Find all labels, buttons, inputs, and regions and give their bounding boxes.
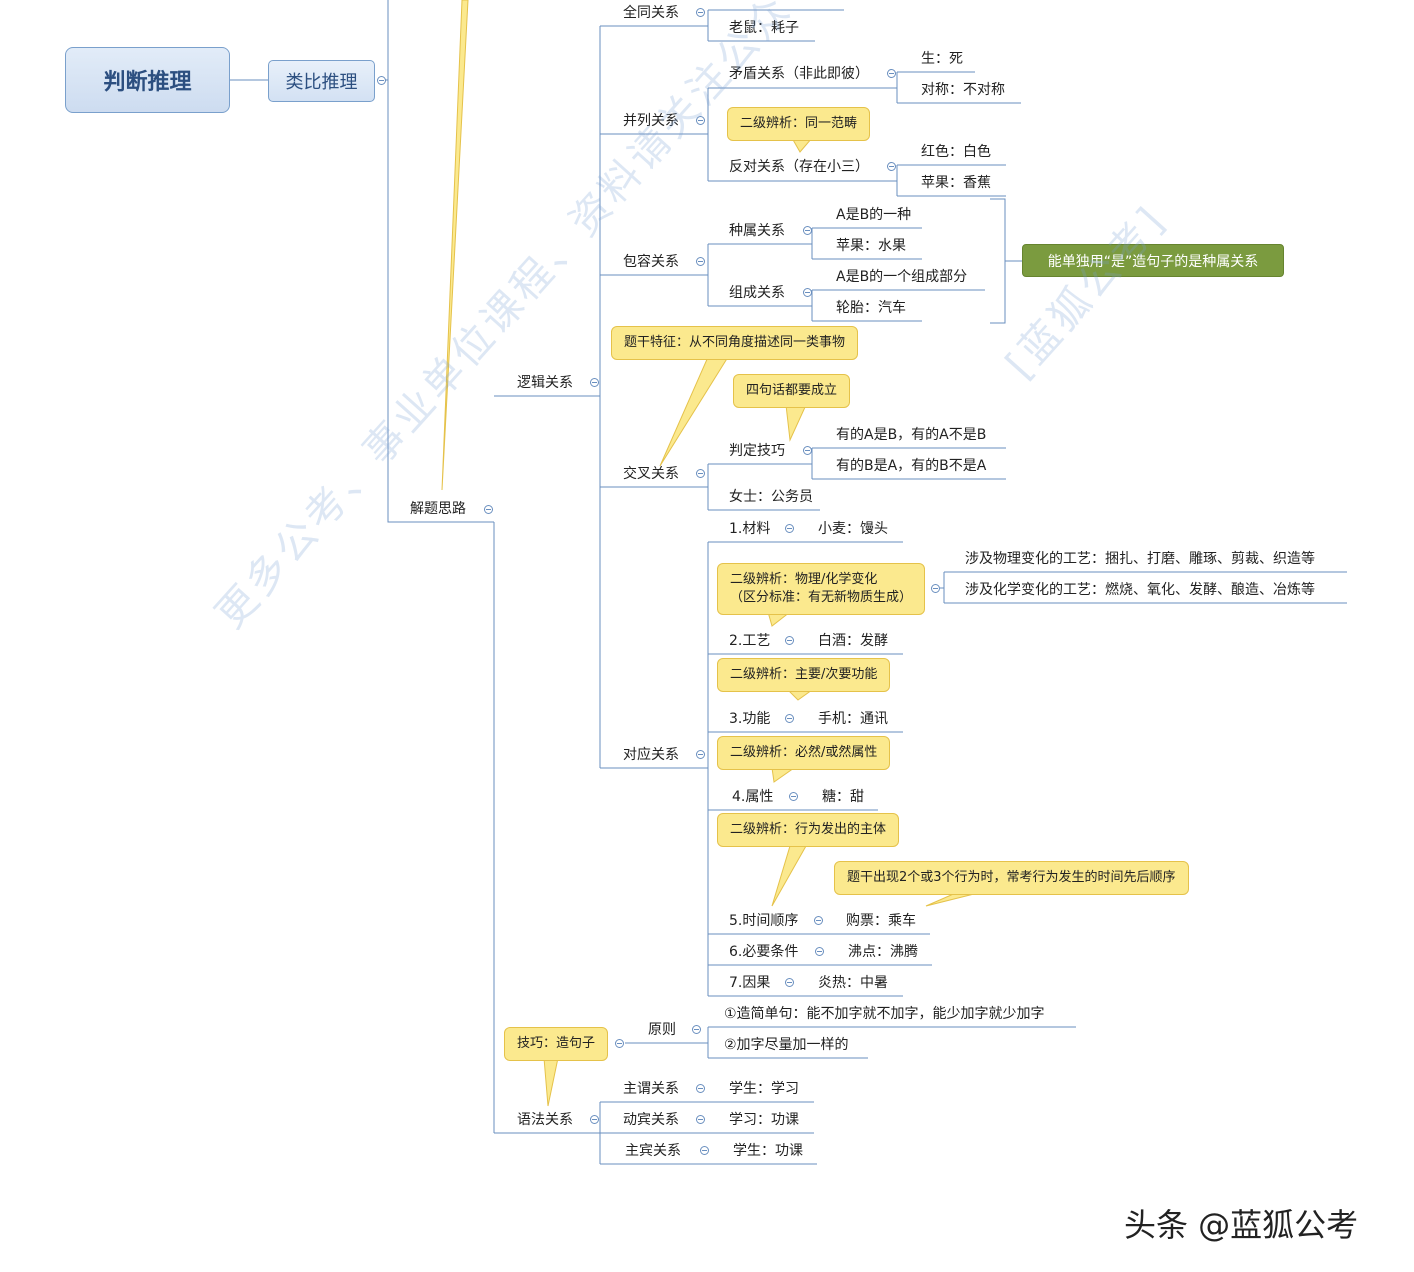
callout-xingwei: 二级辨析：行为发出的主体	[717, 813, 900, 847]
node-cailiao-a[interactable]: 小麦：馒头	[818, 521, 888, 537]
collapse-toggle-gongyi[interactable]	[785, 636, 794, 645]
callout-wuhua: 二级辨析：物理/化学变化 （区分标准：有无新物质生成）	[717, 563, 926, 615]
collapse-toggle-zhubin[interactable]	[700, 1146, 709, 1155]
node-shuxing-a[interactable]: 糖：甜	[822, 789, 864, 805]
collapse-toggle-jiaocha[interactable]	[696, 469, 705, 478]
topic-title: 类比推理	[285, 72, 358, 93]
collapse-toggle-zhongshu[interactable]	[803, 226, 812, 235]
node-dongbin[interactable]: 动宾关系	[623, 1112, 679, 1128]
node-dongbin-a[interactable]: 学习：功课	[729, 1112, 799, 1128]
node-zhongshu-b[interactable]: 苹果：水果	[836, 238, 906, 254]
node-shijian[interactable]: 5.时间顺序	[729, 913, 799, 929]
collapse-toggle-biyao[interactable]	[815, 947, 824, 956]
node-quantong-a[interactable]: 老鼠：耗子	[729, 20, 799, 36]
callout-biran: 二级辨析：必然/或然属性	[717, 736, 891, 770]
topic-node[interactable]: 类比推理	[268, 60, 375, 102]
node-yinguo[interactable]: 7.因果	[729, 975, 771, 991]
callout-jiqiao: 技巧：造句子	[504, 1027, 609, 1061]
branch-luoji[interactable]: 逻辑关系	[517, 375, 573, 391]
callout-tonglei: 二级辨析：同一范畴	[727, 107, 871, 141]
node-panding[interactable]: 判定技巧	[729, 443, 785, 459]
collapse-toggle-duiying[interactable]	[696, 750, 705, 759]
node-duiying[interactable]: 对应关系	[623, 747, 679, 763]
callout-wuhua-line1: 二级辨析：物理/化学变化	[730, 572, 878, 587]
collapse-toggle-quantong[interactable]	[696, 8, 705, 17]
node-binglie[interactable]: 并列关系	[623, 113, 679, 129]
node-jiaocha-ex[interactable]: 女士：公务员	[729, 489, 813, 505]
collapse-toggle-yuanze[interactable]	[692, 1025, 701, 1034]
collapse-toggle-shijian[interactable]	[814, 916, 823, 925]
node-zhongshu[interactable]: 种属关系	[729, 223, 785, 239]
collapse-toggle-yinguo[interactable]	[785, 978, 794, 987]
callout-tigan: 题干特征：从不同角度描述同一类事物	[611, 326, 859, 360]
node-zucheng-b[interactable]: 轮胎：汽车	[836, 300, 906, 316]
brand-label: 头条 @蓝狐公考	[1124, 1206, 1359, 1244]
collapse-toggle-dongbin[interactable]	[696, 1115, 705, 1124]
node-zhubin-a[interactable]: 学生：功课	[733, 1143, 803, 1159]
node-yuanze[interactable]: 原则	[648, 1022, 676, 1038]
node-maodun[interactable]: 矛盾关系（非此即彼）	[729, 66, 869, 82]
node-quantong[interactable]: 全同关系	[623, 5, 679, 21]
node-panding-a[interactable]: 有的A是B，有的A不是B	[836, 427, 987, 443]
branch-jieti[interactable]: 解题思路	[410, 501, 466, 517]
node-wuli[interactable]: 涉及物理变化的工艺：捆扎、打磨、雕琢、剪裁、织造等	[965, 551, 1315, 567]
node-gongneng[interactable]: 3.功能	[729, 711, 771, 727]
node-fandui-b[interactable]: 苹果：香蕉	[921, 175, 991, 191]
node-biyao-a[interactable]: 沸点：沸腾	[848, 944, 918, 960]
node-zhuwei[interactable]: 主谓关系	[623, 1081, 679, 1097]
collapse-toggle-shuxing[interactable]	[789, 792, 798, 801]
collapse-toggle-baorong[interactable]	[696, 257, 705, 266]
node-yuanze-a[interactable]: ①造简单句：能不加字就不加字，能少加字就少加字	[724, 1006, 1045, 1022]
collapse-toggle-jiqiao[interactable]	[615, 1039, 624, 1048]
callout-zhongshu-green: 能单独用“是”造句子的是种属关系	[1022, 244, 1284, 277]
root-title: 判断推理	[103, 70, 192, 95]
collapse-toggle-gongneng[interactable]	[785, 714, 794, 723]
root-node[interactable]: 判断推理	[65, 47, 230, 113]
node-zhuwei-a[interactable]: 学生：学习	[729, 1081, 799, 1097]
node-zucheng[interactable]: 组成关系	[729, 285, 785, 301]
collapse-toggle-jieti[interactable]	[484, 505, 493, 514]
node-shuxing[interactable]: 4.属性	[732, 789, 774, 805]
collapse-toggle-luoji[interactable]	[590, 378, 599, 387]
node-huaxue[interactable]: 涉及化学变化的工艺：燃烧、氧化、发酵、酿造、冶炼等	[965, 582, 1315, 598]
node-zucheng-a[interactable]: A是B的一个组成部分	[836, 269, 968, 285]
node-jiaocha[interactable]: 交叉关系	[623, 466, 679, 482]
callout-zhuyao: 二级辨析：主要/次要功能	[717, 658, 891, 692]
collapse-toggle-topic[interactable]	[377, 76, 386, 85]
collapse-toggle-wuhua[interactable]	[931, 584, 940, 593]
branch-yufa[interactable]: 语法关系	[517, 1112, 573, 1128]
callout-sijuhua: 四句话都要成立	[733, 374, 851, 408]
collapse-toggle-binglie[interactable]	[696, 116, 705, 125]
node-baorong[interactable]: 包容关系	[623, 254, 679, 270]
collapse-toggle-zucheng[interactable]	[803, 288, 812, 297]
node-zhongshu-a[interactable]: A是B的一种	[836, 207, 912, 223]
node-gongneng-a[interactable]: 手机：通讯	[818, 711, 888, 727]
node-yinguo-a[interactable]: 炎热：中暑	[818, 975, 888, 991]
node-shijian-a[interactable]: 购票：乘车	[846, 913, 916, 929]
collapse-toggle-panding[interactable]	[803, 446, 812, 455]
collapse-toggle-maodun[interactable]	[887, 69, 896, 78]
collapse-toggle-zhuwei[interactable]	[696, 1084, 705, 1093]
collapse-toggle-yufa[interactable]	[590, 1115, 599, 1124]
node-maodun-a[interactable]: 生：死	[921, 51, 963, 67]
node-biyao[interactable]: 6.必要条件	[729, 944, 799, 960]
collapse-toggle-fandui[interactable]	[887, 162, 896, 171]
node-fandui-a[interactable]: 红色：白色	[921, 144, 991, 160]
node-maodun-b[interactable]: 对称：不对称	[921, 82, 1005, 98]
node-fandui[interactable]: 反对关系（存在小三）	[729, 159, 869, 175]
node-panding-b[interactable]: 有的B是A，有的B不是A	[836, 458, 987, 474]
node-zhubin[interactable]: 主宾关系	[625, 1143, 681, 1159]
node-gongyi[interactable]: 2.工艺	[729, 633, 771, 649]
node-gongyi-a[interactable]: 白酒：发酵	[818, 633, 888, 649]
node-yuanze-b[interactable]: ②加字尽量加一样的	[724, 1037, 849, 1053]
node-cailiao[interactable]: 1.材料	[729, 521, 771, 537]
callout-shunxu: 题干出现2个或3个行为时，常考行为发生的时间先后顺序	[834, 861, 1189, 895]
collapse-toggle-cailiao[interactable]	[785, 524, 794, 533]
callout-wuhua-line2: （区分标准：有无新物质生成）	[730, 590, 913, 605]
